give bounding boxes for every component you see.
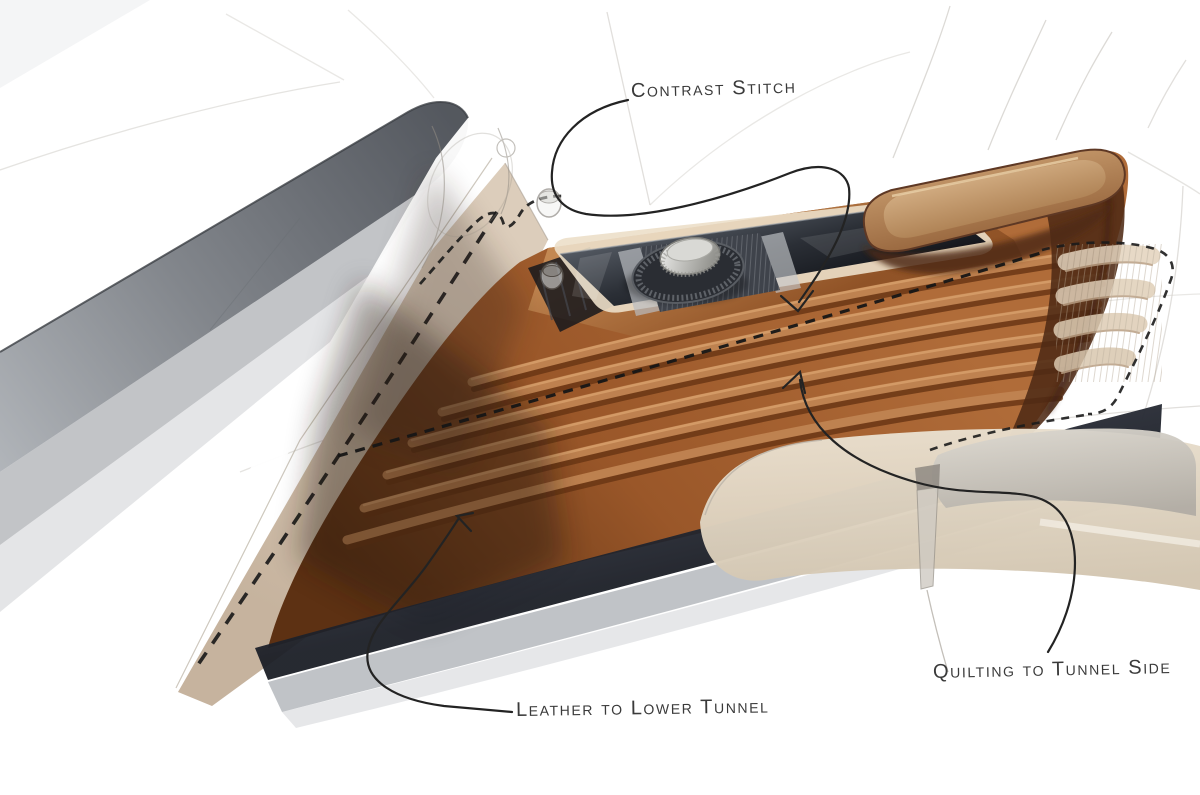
wedge-band-light <box>0 275 370 612</box>
wedge-band-mid <box>0 185 430 545</box>
rotary-controller <box>624 236 748 304</box>
shadow-veil-upper <box>352 168 525 470</box>
callout-leather-lower-tunnel: Leather to Lower Tunnel <box>515 695 770 721</box>
stitch-line-front <box>418 194 563 285</box>
arrowhead-quilting-side <box>781 369 807 395</box>
sketched-knobs <box>536 188 564 290</box>
quilting-extension <box>1053 244 1162 382</box>
highlight-strip <box>48 118 492 795</box>
annotation-leaders <box>366 98 1076 714</box>
callout-contrast-stitch: Contrast Stitch <box>630 75 797 102</box>
wedge-main <box>0 101 469 472</box>
stitch-line-seat <box>929 412 1093 452</box>
seat-bolster-gray <box>931 428 1197 516</box>
center-console <box>268 148 1129 648</box>
stitch-outline-quilting <box>1041 241 1174 416</box>
dashboard-wedge <box>0 100 469 612</box>
leader-contrast-stitch <box>550 98 851 304</box>
stitch-line-console <box>337 250 1045 458</box>
sketched-controls <box>421 125 564 290</box>
arrowhead-leather-tunnel <box>454 511 475 533</box>
panel-divider-right <box>758 232 801 293</box>
leader-leather-tunnel <box>366 516 514 714</box>
leader-quilting-side <box>798 378 1076 654</box>
arrowhead-contrast-stitch <box>779 289 815 313</box>
armrest <box>862 148 1126 274</box>
